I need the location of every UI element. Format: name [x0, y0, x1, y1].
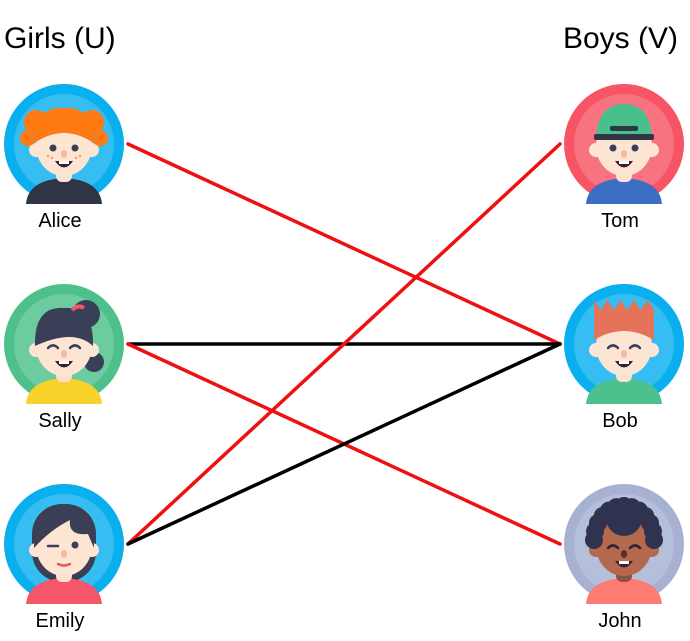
- girl-winking-avatar-icon: [4, 484, 124, 604]
- girl-ponytail-avatar-icon: [4, 284, 124, 404]
- name-john: John: [598, 610, 642, 632]
- name-emily: Emily: [35, 610, 85, 632]
- boy-cap-avatar-icon: [564, 84, 684, 204]
- name-bob: Bob: [602, 410, 638, 432]
- name-sally: Sally: [38, 410, 82, 432]
- girls-heading: Girls (U): [4, 22, 116, 55]
- name-tom: Tom: [601, 210, 639, 232]
- edge-emily-tom: [126, 142, 562, 546]
- name-alice: Alice: [38, 210, 82, 232]
- edge-emily-bob: [126, 342, 562, 546]
- girl-orange-pigtails-avatar-icon: [4, 84, 124, 204]
- edge-alice-bob: [126, 142, 562, 346]
- boys-heading: Boys (V): [562, 22, 678, 55]
- boy-curly-hair-avatar-icon: [564, 484, 684, 604]
- boy-spiky-hair-avatar-icon: [564, 284, 684, 404]
